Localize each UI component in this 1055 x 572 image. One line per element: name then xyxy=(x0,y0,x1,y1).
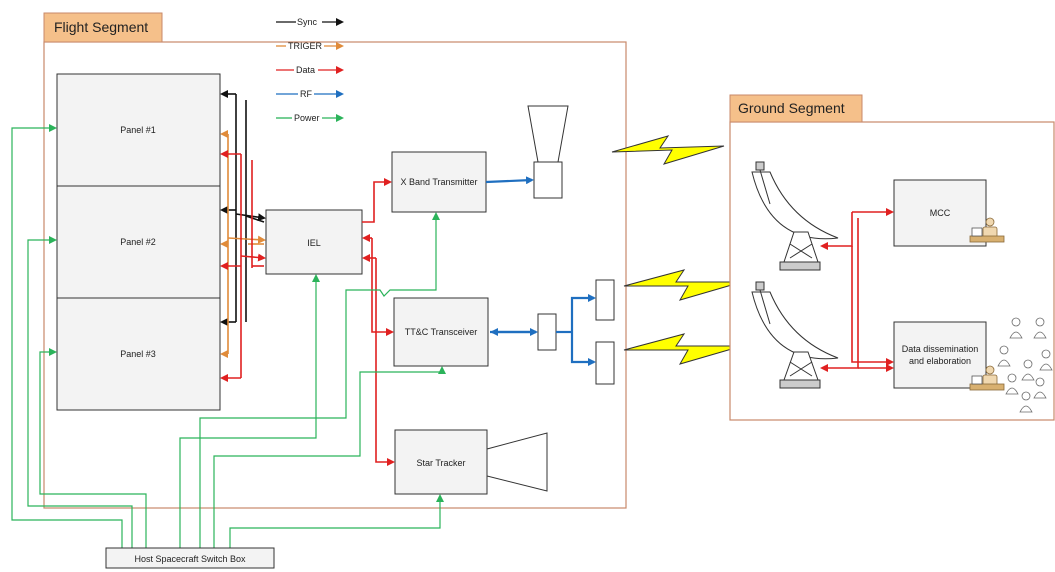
operator-icon xyxy=(969,365,1005,391)
flight-segment-title: Flight Segment xyxy=(54,19,148,35)
legend-sync-label: Sync xyxy=(297,17,318,27)
dish-antenna-icon xyxy=(751,281,839,389)
xband-transmitter-block xyxy=(391,151,487,213)
trigger-bus xyxy=(220,130,266,358)
legend-rf-label: RF xyxy=(300,89,312,99)
panel-1-label: Panel #1 xyxy=(120,125,156,135)
switch-box-label: Host Spacecraft Switch Box xyxy=(134,554,246,564)
panel-3 xyxy=(56,297,221,411)
ttc-transceiver-block xyxy=(393,297,489,367)
ground-data-links xyxy=(820,208,894,372)
data-bus-panels xyxy=(220,150,266,382)
dish-antenna-icon xyxy=(751,161,839,271)
star-tracker-block xyxy=(394,429,488,495)
panel-3-label: Panel #3 xyxy=(120,349,156,359)
iel-label: IEL xyxy=(307,238,321,248)
mcc-label: MCC xyxy=(930,208,951,218)
data-dissemination-label-line1: Data dissemination xyxy=(902,344,979,354)
star-tracker-baffle-shape xyxy=(486,432,548,492)
sync-bus xyxy=(220,90,266,326)
iel-data-links xyxy=(362,178,395,466)
ground-segment: Ground Segment xyxy=(729,94,1055,421)
legend-power-label: Power xyxy=(294,113,320,123)
ttc-transceiver-label: TT&C Transceiver xyxy=(405,327,478,337)
data-dissemination-block xyxy=(893,321,987,389)
data-dissemination-label-line2: and elaboration xyxy=(909,356,971,366)
lightning-icon xyxy=(623,333,743,365)
panel-stack: Panel #1 Panel #2 Panel #3 xyxy=(56,73,221,411)
lightning-icon xyxy=(611,135,725,165)
rf-links xyxy=(611,135,743,365)
lightning-icon xyxy=(623,269,743,301)
xband-transmitter-label: X Band Transmitter xyxy=(400,177,477,187)
iel-block xyxy=(265,209,363,275)
xband-antenna xyxy=(485,105,569,199)
panel-2-label: Panel #2 xyxy=(120,237,156,247)
ground-segment-title: Ground Segment xyxy=(738,100,845,116)
switch-box xyxy=(105,547,275,569)
star-tracker-label: Star Tracker xyxy=(416,458,465,468)
ground-segment-header xyxy=(729,94,863,123)
legend: Sync TRIGER Data RF Power xyxy=(276,17,344,123)
legend-data-label: Data xyxy=(296,65,315,75)
ground-segment-box xyxy=(729,121,1055,421)
users-group-icon xyxy=(997,317,1053,413)
legend-triger-label: TRIGER xyxy=(288,41,323,51)
ttc-rf-chain xyxy=(490,279,615,385)
power-lines xyxy=(11,124,446,548)
operator-icon xyxy=(969,217,1005,243)
mcc-block xyxy=(893,179,987,247)
flight-segment-header xyxy=(43,12,163,43)
